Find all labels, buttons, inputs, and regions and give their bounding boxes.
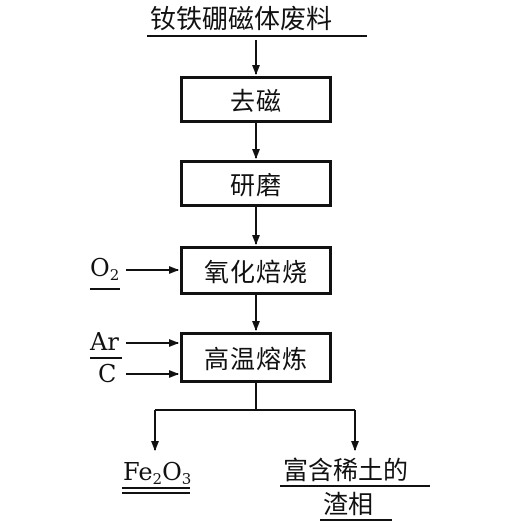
step-demagnetize-label: 去磁: [229, 86, 282, 116]
step-high-temp-smelting-label: 高温熔炼: [203, 344, 308, 374]
step-oxidation-roasting: 氧化焙烧: [180, 246, 332, 295]
product-fe2o3-sub2: 3: [181, 470, 192, 488]
product-slag-line1: 富含稀土的: [283, 456, 409, 485]
raw-material-label: 钕铁硼磁体废料: [150, 5, 333, 35]
product-fe2o3: Fe2O3: [123, 460, 191, 487]
step-high-temp-smelting: 高温熔炼: [180, 332, 332, 383]
step-oxidation-roasting-label: 氧化焙烧: [203, 257, 308, 287]
input-c: C: [98, 360, 117, 388]
input-o2-subscript: 2: [109, 266, 120, 284]
product-fe2o3-o: O: [162, 458, 182, 486]
step-demagnetize: 去磁: [180, 76, 332, 123]
input-o2-symbol: O: [90, 254, 110, 282]
step-grinding: 研磨: [180, 160, 332, 207]
input-ar: Ar: [90, 328, 119, 356]
product-fe2o3-fe: Fe: [123, 458, 153, 486]
input-o2-underline: [90, 288, 120, 290]
step-grinding-label: 研磨: [229, 170, 282, 200]
product-slag-line2: 渣相: [323, 490, 374, 519]
input-o2: O2: [90, 256, 119, 283]
product-fe2o3-sub1: 2: [152, 470, 163, 488]
